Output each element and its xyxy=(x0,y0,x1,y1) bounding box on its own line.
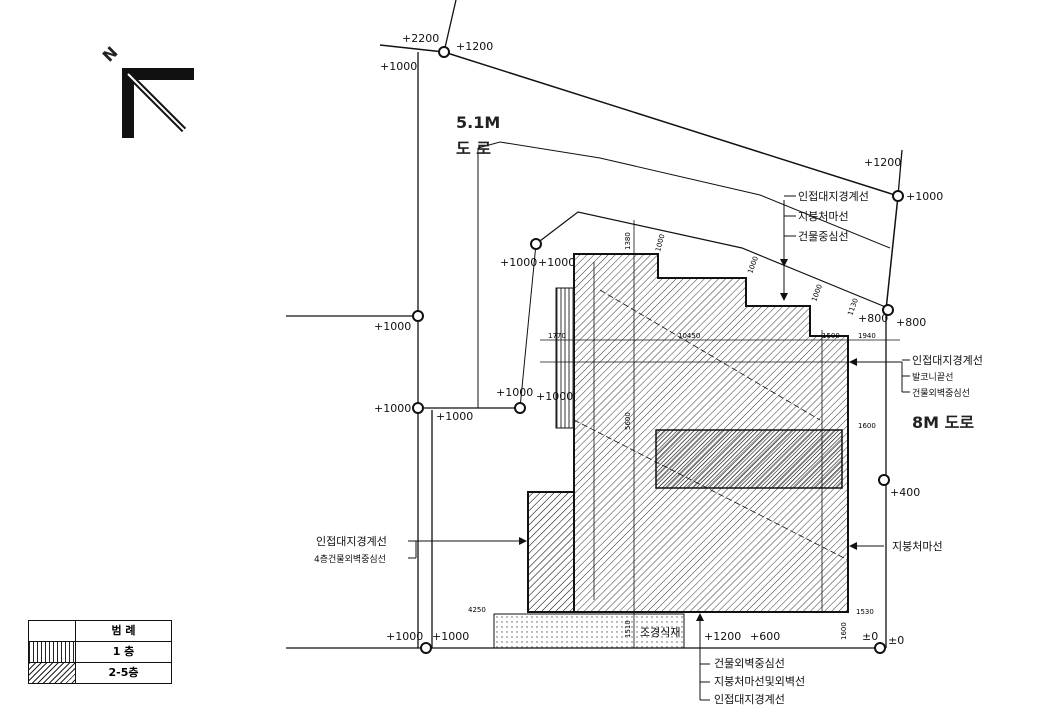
dimension-label: 1600 xyxy=(858,422,876,430)
landscape-label: 조경식재 xyxy=(640,626,680,639)
north-arrow: N xyxy=(99,43,194,138)
elevation-label: +1000 xyxy=(386,630,423,643)
dimension-label: 4250 xyxy=(468,606,486,614)
elevation-label: +2200 xyxy=(402,32,439,45)
dimension-label: 10450 xyxy=(678,332,700,340)
dimension-label: 1940 xyxy=(858,332,876,340)
callout-top: 인접대지경계선 지붕처마선 건물중심선 xyxy=(780,190,869,301)
legend-header: 범 례 xyxy=(111,624,136,637)
elevation-label: +800 xyxy=(896,316,926,329)
dimension-label: 5600 xyxy=(624,412,632,430)
legend-header-row: 범 례 xyxy=(29,621,171,641)
elevation-label: +1000 xyxy=(380,60,417,73)
vertical-hatch-swatch xyxy=(29,642,76,662)
diagonal-hatch-swatch xyxy=(29,663,76,683)
dimension-label: 1380 xyxy=(624,232,632,250)
site-boundary xyxy=(286,0,903,649)
elevation-label: ±0 xyxy=(888,634,904,647)
legend: 범 례 1 층 2-5층 xyxy=(28,620,172,684)
legend-label: 2-5층 xyxy=(108,666,139,679)
elevation-label: +400 xyxy=(890,486,920,499)
elevation-label: +1000 xyxy=(374,402,411,415)
legend-row: 2-5층 xyxy=(29,662,171,683)
elevation-labels: +2200 +1200 +1000 +1200 +1000 +1000 +100… xyxy=(374,32,943,647)
elevation-label: +600 xyxy=(750,630,780,643)
dimension-label: 1000 xyxy=(654,233,666,252)
dimension-label: 1530 xyxy=(856,608,874,616)
dimension-labels: 1380 1000 1000 1000 1130 1770 10450 1500… xyxy=(468,232,876,640)
elevation-label: +1200 xyxy=(456,40,493,53)
callout-left: 인접대지경계선 4층건물외벽중심선 xyxy=(314,535,527,565)
building-footprint xyxy=(493,220,900,649)
callout-text: 인접대지경계선 xyxy=(912,354,983,367)
callout-text: 인접대지경계선 xyxy=(714,693,785,706)
callout-text: 지붕처마선 xyxy=(798,210,849,223)
dimension-label: 1000 xyxy=(810,283,824,302)
dimension-label: 1500 xyxy=(822,332,840,340)
elevation-label: +1000 xyxy=(906,190,943,203)
callout-text: 건물외벽중심선 xyxy=(912,387,970,399)
road-right-label: 8M 도로 xyxy=(912,413,974,432)
elevation-label: +1000 xyxy=(536,390,573,403)
survey-points xyxy=(412,46,904,654)
elevation-label: +1200 xyxy=(704,630,741,643)
elevation-label: +1000 xyxy=(496,386,533,399)
elevation-label: +1200 xyxy=(864,156,901,169)
callout-text: 지붕처마선및외벽선 xyxy=(714,675,805,688)
callout-text: 발코니끝선 xyxy=(912,372,953,383)
callout-text: 인접대지경계선 xyxy=(798,190,869,203)
callout-text: 지붕처마선 xyxy=(892,540,943,553)
dimension-label: 1770 xyxy=(548,332,566,340)
elevation-label: +800 xyxy=(858,312,888,325)
callout-text: 건물중심선 xyxy=(798,230,849,243)
elevation-label: +1000 xyxy=(538,256,575,269)
elevation-label: +1000 xyxy=(432,630,469,643)
legend-label: 1 층 xyxy=(112,645,135,658)
elevation-label: +1000 xyxy=(374,320,411,333)
elevation-label: ±0 xyxy=(862,630,878,643)
callout-text: 인접대지경계선 xyxy=(316,535,387,548)
callout-text: 건물외벽중심선 xyxy=(714,657,785,670)
dimension-label: 1510 xyxy=(624,620,632,638)
elevation-label: +1000 xyxy=(436,410,473,423)
callout-right: 인접대지경계선 발코니끝선 건물외벽중심선 지붕처마선 xyxy=(849,354,983,553)
callout-bottom: 건물외벽중심선 지붕처마선및외벽선 인접대지경계선 조경식재 xyxy=(640,613,805,706)
callout-text: 4층건물외벽중심선 xyxy=(314,553,386,565)
road-top-name: 도 로 xyxy=(456,139,491,158)
road-top-width: 5.1M xyxy=(456,113,500,132)
dimension-label: 1600 xyxy=(840,622,848,640)
dimension-label: 1000 xyxy=(746,255,760,274)
legend-row: 1 층 xyxy=(29,641,171,662)
elevation-label: +1000 xyxy=(500,256,537,269)
north-letter: N xyxy=(99,43,122,66)
